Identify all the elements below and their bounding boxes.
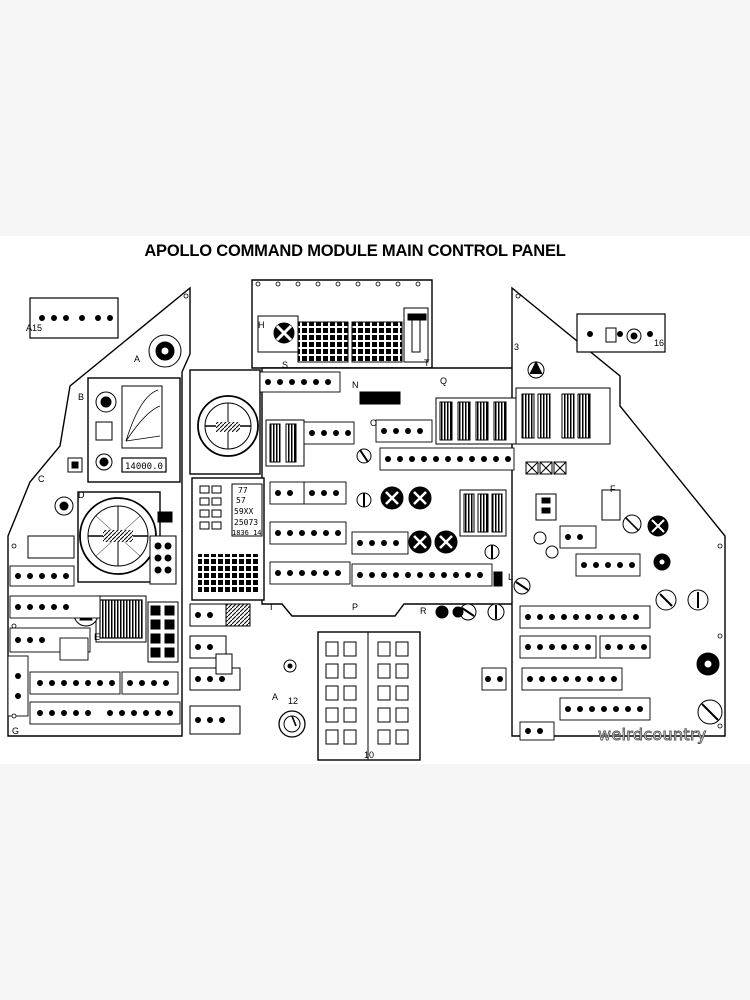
panel-letter-3: 3 <box>514 342 519 352</box>
meter-group-lower <box>459 489 507 537</box>
panel-letter-c-left: C <box>38 474 45 484</box>
dsky-row-5: 1836 14 <box>232 529 262 537</box>
mounting-screws <box>11 281 723 729</box>
panel-letter-t: T <box>424 358 430 368</box>
propellant-gauges <box>380 486 458 554</box>
panel-letter-h: H <box>258 320 265 330</box>
dsky-row-4: 25073 <box>234 518 258 527</box>
panel-letter-p: P <box>352 602 358 612</box>
dsky-keyboard <box>198 554 258 592</box>
panel-letter-f: F <box>610 484 616 494</box>
lower-center-panel <box>278 631 421 761</box>
panel-letter-g-left: G <box>12 726 19 736</box>
center-main-detail <box>265 391 517 621</box>
panel-letter-n: N <box>352 380 359 390</box>
event-timer <box>359 391 401 405</box>
panel-letter-a15: A15 <box>26 323 42 333</box>
panel-letter-r: R <box>420 606 427 616</box>
center-switch-rows <box>259 371 515 691</box>
panel-letter-16: 16 <box>654 338 664 348</box>
left-wing-detail <box>27 334 182 663</box>
poster-title: APOLLO COMMAND MODULE MAIN CONTROL PANEL <box>144 242 566 260</box>
meter-group-e <box>521 393 591 439</box>
caution-warning-matrix-left <box>297 321 349 363</box>
right-wing-detail <box>513 327 723 725</box>
panel-letter-i: I <box>270 602 273 612</box>
bar-meter-block <box>99 599 143 639</box>
panel-letter-o: O <box>370 418 377 428</box>
panel-letter-q: Q <box>440 376 447 386</box>
watermark: weirdcountry <box>598 725 707 745</box>
poster-print: APOLLO COMMAND MODULE MAIN CONTROL PANEL <box>0 236 750 764</box>
panel-letter-10: 10 <box>364 750 374 760</box>
center-top-detail <box>257 307 429 363</box>
readouts: 14000.0 77 57 59XX 25073 1836 14 <box>125 462 262 537</box>
panel-letters: A15 A B C D E G H I L N O P Q R S T F 16… <box>12 320 664 760</box>
panel-letter-b-left: B <box>78 392 84 402</box>
panel-letter-d-left: D <box>78 490 85 500</box>
striped-switch-block <box>225 603 251 627</box>
range-display <box>121 457 167 473</box>
dsky-row-1: 77 <box>238 486 248 495</box>
dsky-row-2: 57 <box>236 496 246 505</box>
meter-group-q <box>435 397 517 445</box>
control-panel-illustration: A15 A B C D E G H I L N O P Q R S T F 16… <box>7 279 726 761</box>
panel-letter-a-lower: A <box>272 692 278 702</box>
cross-pointer-row <box>525 461 567 475</box>
panel-letter-e-left: E <box>94 632 100 642</box>
range-display-readout: 14000.0 <box>125 462 163 472</box>
panel-letter-a-left: A <box>134 354 140 364</box>
panel-letter-l: L <box>508 572 513 582</box>
panel-letter-12: 12 <box>288 696 298 706</box>
caution-warning-matrix-right <box>351 321 403 363</box>
panel-letter-s: S <box>282 360 288 370</box>
dsky-row-3: 59XX <box>234 507 253 516</box>
dsky-area <box>189 369 265 735</box>
toggle-switches <box>15 315 653 734</box>
dsky-display <box>231 483 263 537</box>
